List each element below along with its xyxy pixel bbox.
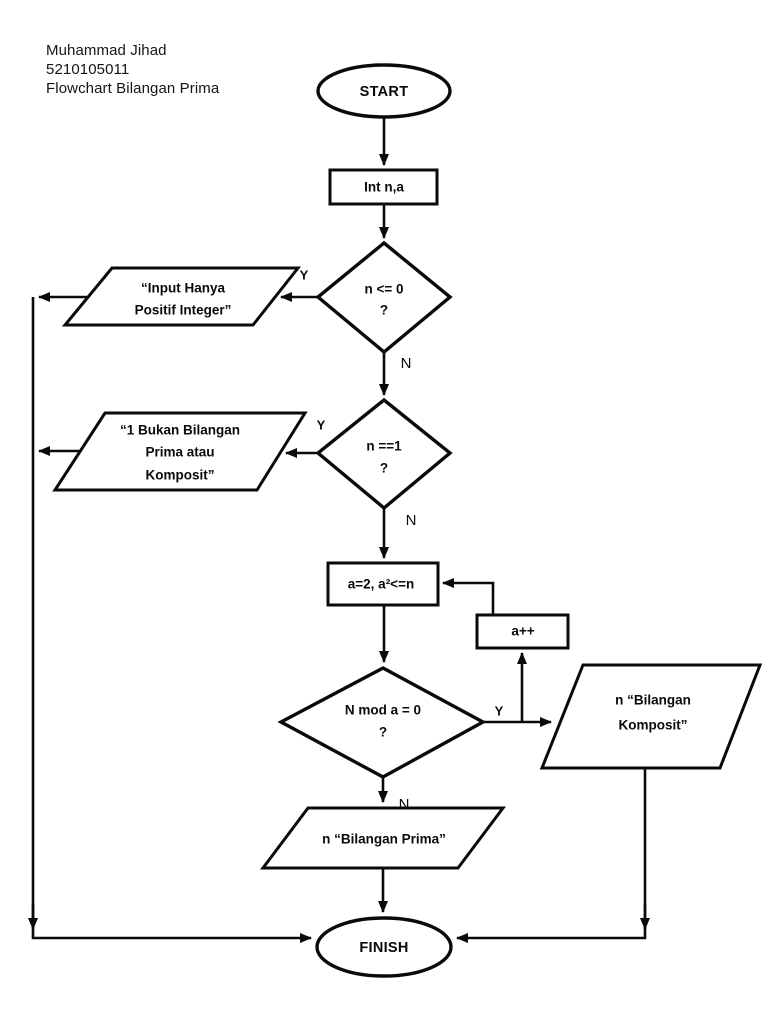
init-label: Int n,a xyxy=(364,180,404,195)
author-header: Muhammad Jihad 5210105011 Flowchart Bila… xyxy=(46,41,219,98)
io3-parallelogram xyxy=(539,663,763,770)
increment-box xyxy=(475,613,570,650)
decision1-diamond xyxy=(315,240,453,355)
flowchart-edges xyxy=(28,116,650,943)
io2-label-line3: Komposit” xyxy=(146,468,215,483)
finish-label: FINISH xyxy=(359,940,408,956)
io3-label-line2: Komposit” xyxy=(619,718,688,733)
io1-label-line1: “Input Hanya xyxy=(141,281,225,296)
decision2-yes-label: Y xyxy=(317,417,326,432)
decision3-diamond xyxy=(277,666,487,779)
flowchart-node-labels: START Int n,a n <= 0 ? “Input Hanya Posi… xyxy=(120,84,691,956)
edge-increment-to-loop-init xyxy=(442,578,495,615)
decision2-label-line1: n ==1 xyxy=(366,439,402,454)
io4-label: n “Bilangan Prima” xyxy=(322,832,446,847)
flowchart-shapes xyxy=(52,63,763,978)
decision1-label-line2: ? xyxy=(380,303,388,318)
io1-parallelogram xyxy=(61,266,302,327)
io1-label-line2: Positif Integer” xyxy=(135,303,232,318)
loop-init-box xyxy=(326,561,440,607)
io2-label-line2: Prima atau xyxy=(145,445,214,460)
decision3-label-line2: ? xyxy=(379,725,387,740)
author-name: Muhammad Jihad xyxy=(46,42,167,59)
loop-init-label: a=2, a²<=n xyxy=(348,577,414,592)
decision3-label-line1: N mod a = 0 xyxy=(345,703,421,718)
decision2-diamond xyxy=(315,397,453,511)
increment-label: a++ xyxy=(511,624,534,639)
init-process-box xyxy=(328,168,439,206)
decision1-no-label: N xyxy=(401,355,412,372)
decision1-yes-label: Y xyxy=(300,267,309,282)
decision3-no-label: N xyxy=(399,796,410,813)
flowchart-branch-labels: Y N Y N Y N xyxy=(300,267,504,813)
edge-io3-to-finish xyxy=(456,768,647,943)
start-terminal xyxy=(316,63,452,119)
decision1-label-line1: n <= 0 xyxy=(364,282,403,297)
finish-terminal xyxy=(315,916,453,978)
io2-label-line1: “1 Bukan Bilangan xyxy=(120,423,240,438)
decision2-no-label: N xyxy=(406,512,417,529)
start-label: START xyxy=(360,84,409,100)
io2-parallelogram xyxy=(52,411,308,492)
decision3-yes-label: Y xyxy=(495,703,504,718)
author-student-id: 5210105011 xyxy=(46,61,130,78)
io3-label-line1: n “Bilangan xyxy=(615,693,691,708)
io4-parallelogram xyxy=(260,806,506,870)
document-title: Flowchart Bilangan Prima xyxy=(46,80,220,97)
decision2-label-line2: ? xyxy=(380,461,388,476)
edge-left-wall-to-finish xyxy=(31,297,312,943)
